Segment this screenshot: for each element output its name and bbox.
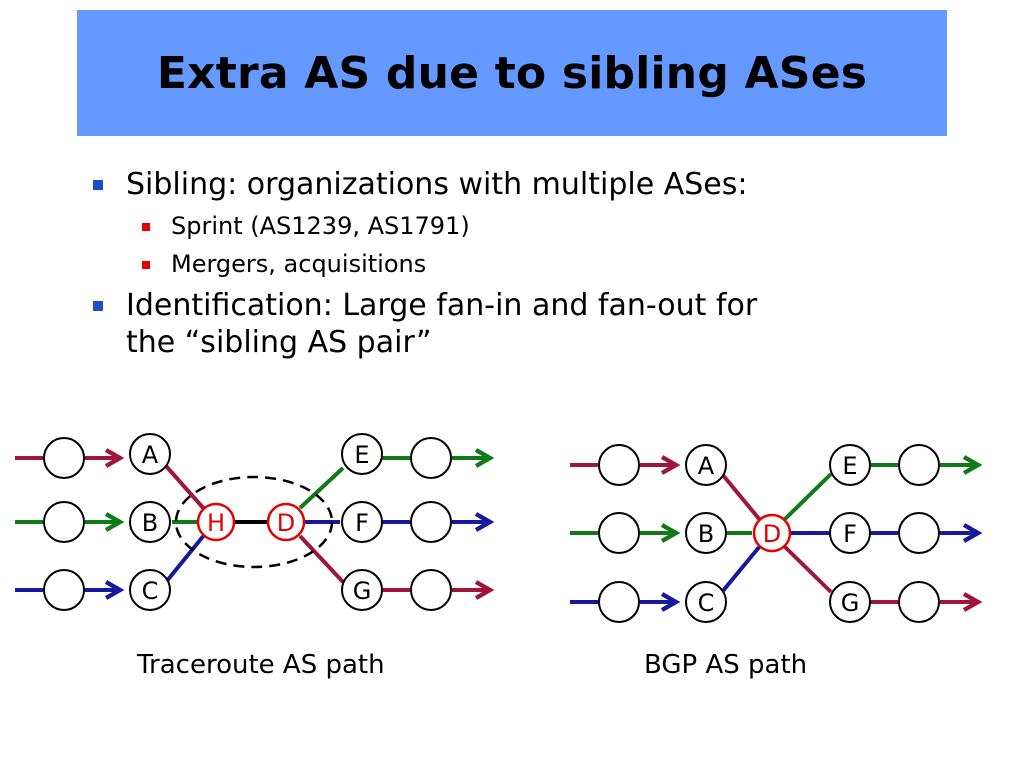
node-b-label: B <box>142 509 158 537</box>
node-e <box>341 433 383 475</box>
edge-a-h <box>164 464 207 512</box>
slide-title: Extra AS due to sibling ASes <box>156 47 868 99</box>
sub-bullet-sprint: Sprint (AS1239, AS1791) <box>86 211 986 241</box>
edge-d-g <box>782 544 833 594</box>
node-blank <box>43 569 85 611</box>
node-blank <box>410 437 452 479</box>
node-d <box>752 513 792 553</box>
node-h <box>196 502 236 542</box>
bullet-text-continued: the “sibling AS pair” <box>126 325 432 360</box>
node-f <box>341 501 383 543</box>
edge-c-h <box>164 532 207 584</box>
sub-bullet-marker <box>142 223 150 231</box>
node-blank <box>898 581 940 623</box>
node-g <box>341 569 383 611</box>
node-a-label: A <box>142 441 159 469</box>
node-f <box>829 512 871 554</box>
node-blank <box>898 444 940 486</box>
node-d-label: D <box>277 509 295 537</box>
node-g-label: G <box>353 577 372 605</box>
edge-d-g <box>298 534 345 584</box>
caption-bgp: BGP AS path <box>644 650 808 680</box>
node-e-label: E <box>354 441 369 469</box>
node-a-label: A <box>698 452 715 480</box>
node-c <box>685 581 727 623</box>
node-blank <box>598 581 640 623</box>
node-b <box>129 501 171 543</box>
bgp-diagram: A B C D E F G <box>570 444 978 623</box>
node-c-label: C <box>142 577 159 605</box>
node-blank <box>410 569 452 611</box>
node-blank <box>598 444 640 486</box>
title-bar: Extra AS due to sibling ASes <box>77 10 947 136</box>
sub-bullet-text: Mergers, acquisitions <box>171 250 427 278</box>
node-a <box>129 433 171 475</box>
node-a <box>685 444 727 486</box>
bullet-sibling: Sibling: organizations with multiple ASe… <box>86 166 986 203</box>
node-c <box>129 569 171 611</box>
node-g-label: G <box>841 589 860 617</box>
node-blank <box>43 437 85 479</box>
node-e <box>829 444 871 486</box>
node-f-label: F <box>355 509 369 537</box>
bullet-marker <box>93 301 103 311</box>
node-b <box>685 512 727 554</box>
node-b-label: B <box>698 520 714 548</box>
edge-c-d <box>720 544 762 594</box>
sibling-ellipse <box>174 475 334 569</box>
node-blank <box>43 501 85 543</box>
node-d-label: D <box>763 520 781 548</box>
edge-d-e <box>782 472 833 522</box>
bullet-text: Sibling: organizations with multiple ASe… <box>126 167 748 202</box>
node-g <box>829 581 871 623</box>
edge-a-d <box>720 472 762 522</box>
edge-d-e <box>298 466 345 510</box>
bullet-marker <box>93 180 103 190</box>
sub-bullet-mergers: Mergers, acquisitions <box>86 249 986 279</box>
node-f-label: F <box>843 520 857 548</box>
node-h-label: H <box>207 509 225 537</box>
caption-traceroute: Traceroute AS path <box>137 650 385 680</box>
node-blank <box>598 512 640 554</box>
bullet-identification: Identification: Large fan-in and fan-out… <box>86 287 986 361</box>
node-blank <box>898 512 940 554</box>
traceroute-diagram: A B C H D E F G <box>15 433 490 611</box>
node-blank <box>410 501 452 543</box>
node-d <box>266 502 306 542</box>
bullet-text: Identification: Large fan-in and fan-out… <box>126 288 758 323</box>
sub-bullet-marker <box>142 261 150 269</box>
node-e-label: E <box>842 452 857 480</box>
bullet-list: Sibling: organizations with multiple ASe… <box>86 166 986 369</box>
sub-bullet-text: Sprint (AS1239, AS1791) <box>171 212 470 240</box>
node-c-label: C <box>698 589 715 617</box>
